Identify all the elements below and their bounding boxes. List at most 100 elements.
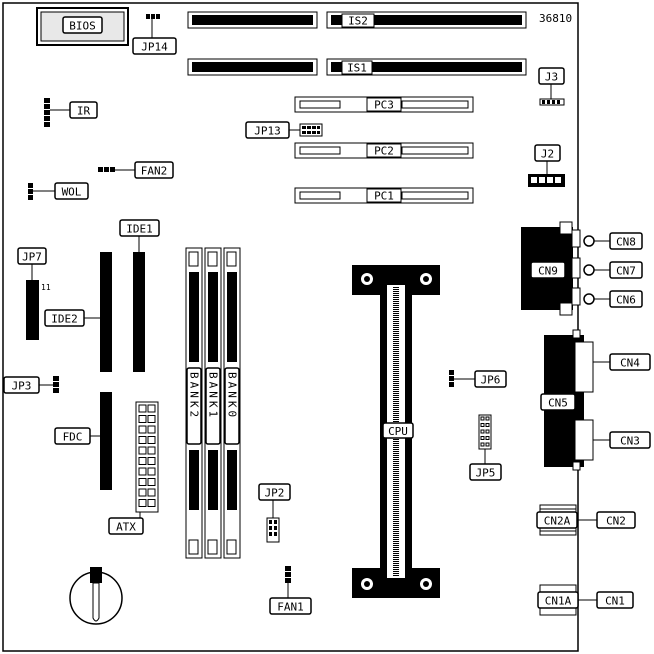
- atx-pin: [147, 499, 156, 507]
- atx-pin: [138, 446, 147, 455]
- cpu-label: CPU: [388, 425, 408, 438]
- atx-pin: [138, 499, 147, 507]
- atx-pin: [147, 436, 156, 444]
- memory-bank-2: BANK2: [185, 247, 203, 559]
- jp5-pin: [480, 429, 485, 434]
- header-j2: J2: [528, 144, 565, 187]
- header-j3: J3: [538, 67, 565, 106]
- bank1-label: BANK1: [207, 372, 220, 420]
- bios-label: BIOS: [69, 20, 96, 33]
- atx-pin: [138, 436, 147, 444]
- j2-label: J2: [541, 148, 554, 161]
- board-outline: [2, 2, 579, 652]
- cn5-label: CN5: [548, 397, 568, 410]
- connector-cn1: CN1: [596, 591, 634, 609]
- atx-label: ATX: [116, 521, 136, 534]
- isa-slot-is1: IS1: [187, 58, 527, 76]
- pci-slot-pc1: PC1: [294, 187, 474, 204]
- pc3-label: PC3: [374, 99, 394, 112]
- jp5-pin: [485, 436, 490, 440]
- connector-cn7: CN7: [583, 261, 643, 279]
- jp5-pin: [485, 423, 490, 427]
- is1-label: IS1: [347, 62, 367, 75]
- bios-chip: BIOS: [36, 7, 129, 46]
- header-fan2: FAN2: [98, 161, 174, 179]
- header-fan1: FAN1: [269, 566, 312, 615]
- atx-pin: [138, 457, 147, 465]
- connector-cn4: CN4: [593, 353, 651, 371]
- fan1-label: FAN1: [277, 601, 304, 614]
- atx-pin: [147, 488, 156, 497]
- memory-bank-1: BANK1: [204, 247, 222, 559]
- cn9-label: CN9: [538, 265, 558, 278]
- cn3-label: CN3: [620, 435, 640, 448]
- jp5-label: JP5: [476, 467, 496, 480]
- jp5-pin: [485, 429, 490, 434]
- cn2a-label: CN2A: [544, 515, 571, 528]
- connector-cn9-stack: CN9: [521, 221, 581, 316]
- atx-pin: [147, 446, 156, 455]
- cn2-label: CN2: [606, 515, 626, 528]
- is2-label: IS2: [348, 15, 368, 28]
- fdc-label: FDC: [63, 431, 83, 444]
- cn1a-label: CN1A: [545, 595, 572, 608]
- fdc-connector: FDC: [54, 392, 112, 490]
- jp5-pin: [485, 442, 490, 447]
- header-wol: WOL: [28, 182, 89, 200]
- jumper-jp14: JP14: [132, 14, 177, 55]
- ir-label: IR: [77, 105, 91, 118]
- j3-label: J3: [545, 71, 558, 84]
- atx-pin: [147, 478, 156, 486]
- atx-pin: [147, 467, 156, 476]
- connector-cn8: CN8: [583, 232, 643, 250]
- atx-pin: [138, 404, 147, 413]
- atx-pin: [138, 425, 147, 434]
- atx-pin: [147, 425, 156, 434]
- atx-pin: [147, 415, 156, 423]
- bank2-label: BANK2: [188, 372, 201, 420]
- pc1-label: PC1: [374, 190, 394, 203]
- jp13-label: JP13: [254, 125, 281, 138]
- ide1-connector: IDE1: [119, 219, 160, 372]
- pci-slot-pc3: PC3: [294, 96, 474, 113]
- jp14-label: JP14: [141, 41, 168, 54]
- fan2-label: FAN2: [141, 165, 168, 178]
- jp6-label: JP6: [481, 374, 501, 387]
- jp5-pin: [480, 416, 485, 421]
- model-number: 36810: [539, 12, 572, 25]
- atx-power-connector: ATX: [108, 401, 159, 535]
- connector-cn2: CN2: [596, 511, 636, 529]
- atx-pin: [138, 488, 147, 497]
- jp5-pin: [485, 416, 490, 421]
- cn1-label: CN1: [605, 595, 625, 608]
- cn8-label: CN8: [616, 236, 636, 249]
- jp5-pin: [480, 442, 485, 447]
- jumper-jp7: JP7 11: [17, 247, 51, 340]
- jumper-jp2: JP2: [258, 483, 291, 543]
- cn7-label: CN7: [616, 265, 636, 278]
- jp2-label: JP2: [265, 487, 285, 500]
- jumper-jp13: JP13: [245, 121, 323, 139]
- jumper-jp5: JP5: [469, 414, 502, 481]
- pci-slot-pc2: PC2: [294, 142, 474, 159]
- connector-cn1a: CN1A: [537, 584, 597, 616]
- atx-pin: [138, 478, 147, 486]
- ide2-label: IDE2: [51, 313, 78, 326]
- cn4-label: CN4: [620, 357, 640, 370]
- battery: [69, 567, 123, 625]
- ide1-label: IDE1: [126, 223, 153, 236]
- jp3-label: JP3: [12, 380, 32, 393]
- jp5-pin: [480, 436, 485, 440]
- memory-bank-0: BANK0: [223, 247, 241, 559]
- bank0-label: BANK0: [226, 372, 239, 420]
- jp7-pin-label: 11: [41, 283, 51, 292]
- header-ir: IR: [44, 98, 98, 127]
- jumper-jp6: JP6: [449, 370, 507, 388]
- atx-pin: [147, 457, 156, 465]
- connector-cn2a: CN2A: [536, 504, 597, 536]
- pc2-label: PC2: [374, 145, 394, 158]
- isa-slot-is2: IS2: [187, 11, 527, 29]
- wol-label: WOL: [62, 186, 82, 199]
- jumper-jp3: JP3: [3, 376, 59, 394]
